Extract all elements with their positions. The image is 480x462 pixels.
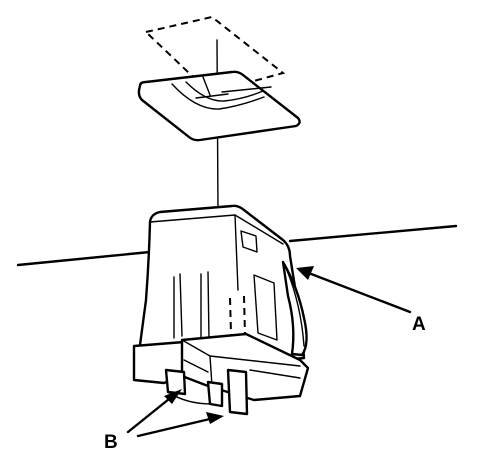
panel-line xyxy=(16,224,458,267)
dashed-mount-outline xyxy=(143,15,286,95)
relay-body xyxy=(138,204,308,405)
callout-b-label: B xyxy=(104,432,118,453)
terminal-pins xyxy=(164,368,249,416)
callout-a-label: A xyxy=(412,314,426,335)
callout-a-arrow xyxy=(296,266,412,314)
mounting-bracket xyxy=(137,70,301,142)
callout-b-arrows xyxy=(126,389,224,438)
